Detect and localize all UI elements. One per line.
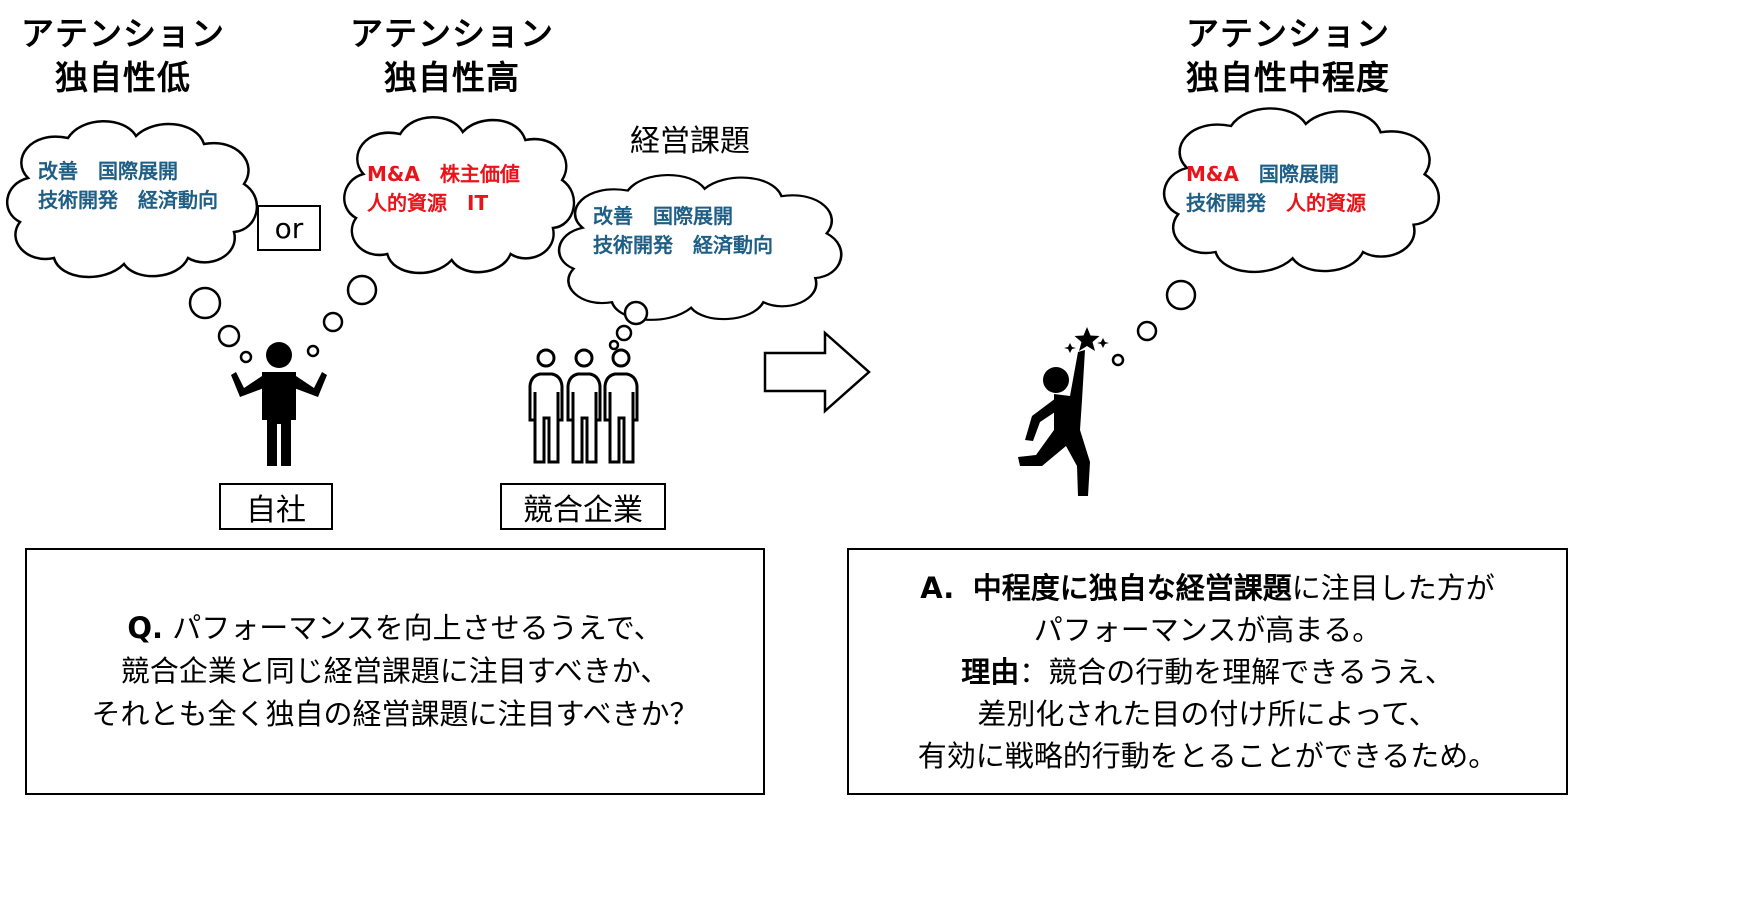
self-person-icon bbox=[231, 342, 327, 466]
heading-high-line2: 独自性高 bbox=[384, 58, 520, 97]
self-label-box: 自社 bbox=[219, 483, 333, 530]
cloud-mid-global: 国際展開 bbox=[1238, 162, 1339, 186]
question-prefix: Q. bbox=[127, 611, 164, 645]
sparkle-icon-right bbox=[1097, 338, 1109, 348]
cloud-competitor-line1: 改善 国際展開 bbox=[593, 204, 733, 228]
answer-line5: 有効に戦略的行動をとることができるため。 bbox=[917, 738, 1498, 773]
question-line3: それとも全く独自の経営課題に注目すべきか？ bbox=[91, 697, 699, 731]
or-label: or bbox=[274, 211, 304, 245]
cloud-low-line2: 技術開発 経済動向 bbox=[38, 188, 218, 212]
heading-low-uniqueness: アテンション 独自性低 bbox=[18, 12, 228, 100]
thought-bubbles-self-low bbox=[188, 286, 253, 364]
question-line2: 競合企業と同じ経営課題に注目すべきか、 bbox=[120, 654, 670, 688]
competitor-group-icon bbox=[528, 348, 639, 464]
cloud-text-high: M&A 株主価値 人的資源 IT bbox=[367, 160, 520, 218]
heading-low-line1: アテンション bbox=[21, 14, 225, 53]
heading-mid-line1: アテンション bbox=[1186, 14, 1390, 53]
answer-line2: パフォーマンスが高まる。 bbox=[1033, 612, 1382, 647]
cloud-text-low: 改善 国際展開 技術開発 経済動向 bbox=[38, 157, 218, 215]
thought-bubbles-mid bbox=[1111, 279, 1197, 367]
heading-mid-uniqueness: アテンション 独自性中程度 bbox=[1183, 12, 1393, 100]
competitor-label: 競合企業 bbox=[523, 492, 643, 528]
competitor-label-box: 競合企業 bbox=[500, 483, 666, 530]
thought-bubbles-competitor bbox=[608, 300, 649, 351]
transition-arrow bbox=[763, 330, 871, 414]
cloud-low-line1: 改善 国際展開 bbox=[38, 159, 178, 183]
cloud-text-competitor: 改善 国際展開 技術開発 経済動向 bbox=[593, 202, 773, 260]
answer-prefix: A. bbox=[920, 570, 955, 605]
answer-line1-rest: に注目した方が bbox=[1291, 570, 1495, 605]
thought-bubbles-self-high bbox=[306, 274, 378, 358]
star-icon bbox=[1074, 327, 1100, 351]
self-label: 自社 bbox=[246, 492, 306, 528]
answer-line3-rest: ：競合の行動を理解できるうえ、 bbox=[1019, 654, 1454, 689]
or-box: or bbox=[257, 205, 321, 251]
question-panel: Q. パフォーマンスを向上させるうえで、 競合企業と同じ経営課題に注目すべきか、… bbox=[25, 548, 765, 795]
cloud-high-line2: 人的資源 IT bbox=[367, 191, 489, 215]
cloud-text-mid: M&A 国際展開 技術開発 人的資源 bbox=[1186, 160, 1366, 218]
answer-highlight: 中程度に独自な経営課題 bbox=[972, 570, 1292, 605]
cloud-competitor-line2: 技術開発 経済動向 bbox=[593, 233, 773, 257]
cloud-mid-ma: M&A bbox=[1186, 162, 1239, 186]
reaching-person-icon bbox=[1018, 327, 1109, 496]
cloud-high-line1: M&A 株主価値 bbox=[367, 162, 520, 186]
heading-high-uniqueness: アテンション 独自性高 bbox=[347, 12, 557, 100]
answer-panel: A. 中程度に独自な経営課題に注目した方が パフォーマンスが高まる。 理由：競合… bbox=[847, 548, 1568, 795]
heading-low-line2: 独自性低 bbox=[55, 58, 191, 97]
competitor-topic-label: 経営課題 bbox=[630, 124, 750, 159]
heading-high-line1: アテンション bbox=[350, 14, 554, 53]
sparkle-icon-left bbox=[1064, 343, 1076, 353]
question-line1: パフォーマンスを向上させるうえで、 bbox=[163, 611, 663, 645]
cloud-mid-hr: 人的資源 bbox=[1266, 191, 1366, 215]
cloud-mid-tech: 技術開発 bbox=[1186, 191, 1266, 215]
answer-reason-label: 理由 bbox=[961, 654, 1020, 689]
heading-mid-line2: 独自性中程度 bbox=[1186, 58, 1390, 97]
answer-line4: 差別化された目の付け所によって、 bbox=[977, 696, 1438, 731]
